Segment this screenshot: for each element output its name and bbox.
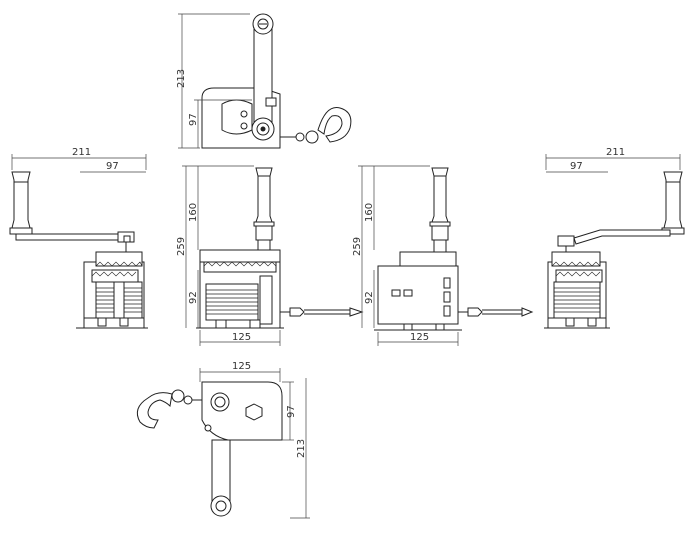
dim-front-259: 259 — [176, 237, 187, 256]
bottom-view: 125 97 213 — [136, 361, 310, 519]
dim-side-125: 125 — [410, 332, 429, 343]
dim-side-259: 259 — [352, 237, 363, 256]
dim-front-125: 125 — [232, 332, 251, 343]
dim-top-213: 213 — [176, 69, 187, 88]
dim-left-211: 211 — [72, 147, 91, 158]
side-view: 259 160 92 125 — [352, 165, 534, 346]
dim-side-160: 160 — [364, 203, 375, 222]
dim-bottom-97: 97 — [286, 405, 297, 418]
front-view: 259 160 92 125 — [176, 165, 364, 346]
right-view: 211 97 — [544, 147, 685, 329]
dim-bottom-125: 125 — [232, 361, 251, 372]
dim-right-97: 97 — [570, 161, 583, 172]
dim-left-97: 97 — [106, 161, 119, 172]
top-view: 213 97 — [176, 13, 352, 149]
dim-front-160: 160 — [188, 203, 199, 222]
dim-side-92: 92 — [364, 291, 375, 304]
dim-top-97: 97 — [188, 113, 199, 126]
dim-right-211: 211 — [606, 147, 625, 158]
dim-bottom-213: 213 — [296, 439, 307, 458]
dim-front-92: 92 — [188, 291, 199, 304]
left-view: 211 97 — [9, 147, 148, 329]
